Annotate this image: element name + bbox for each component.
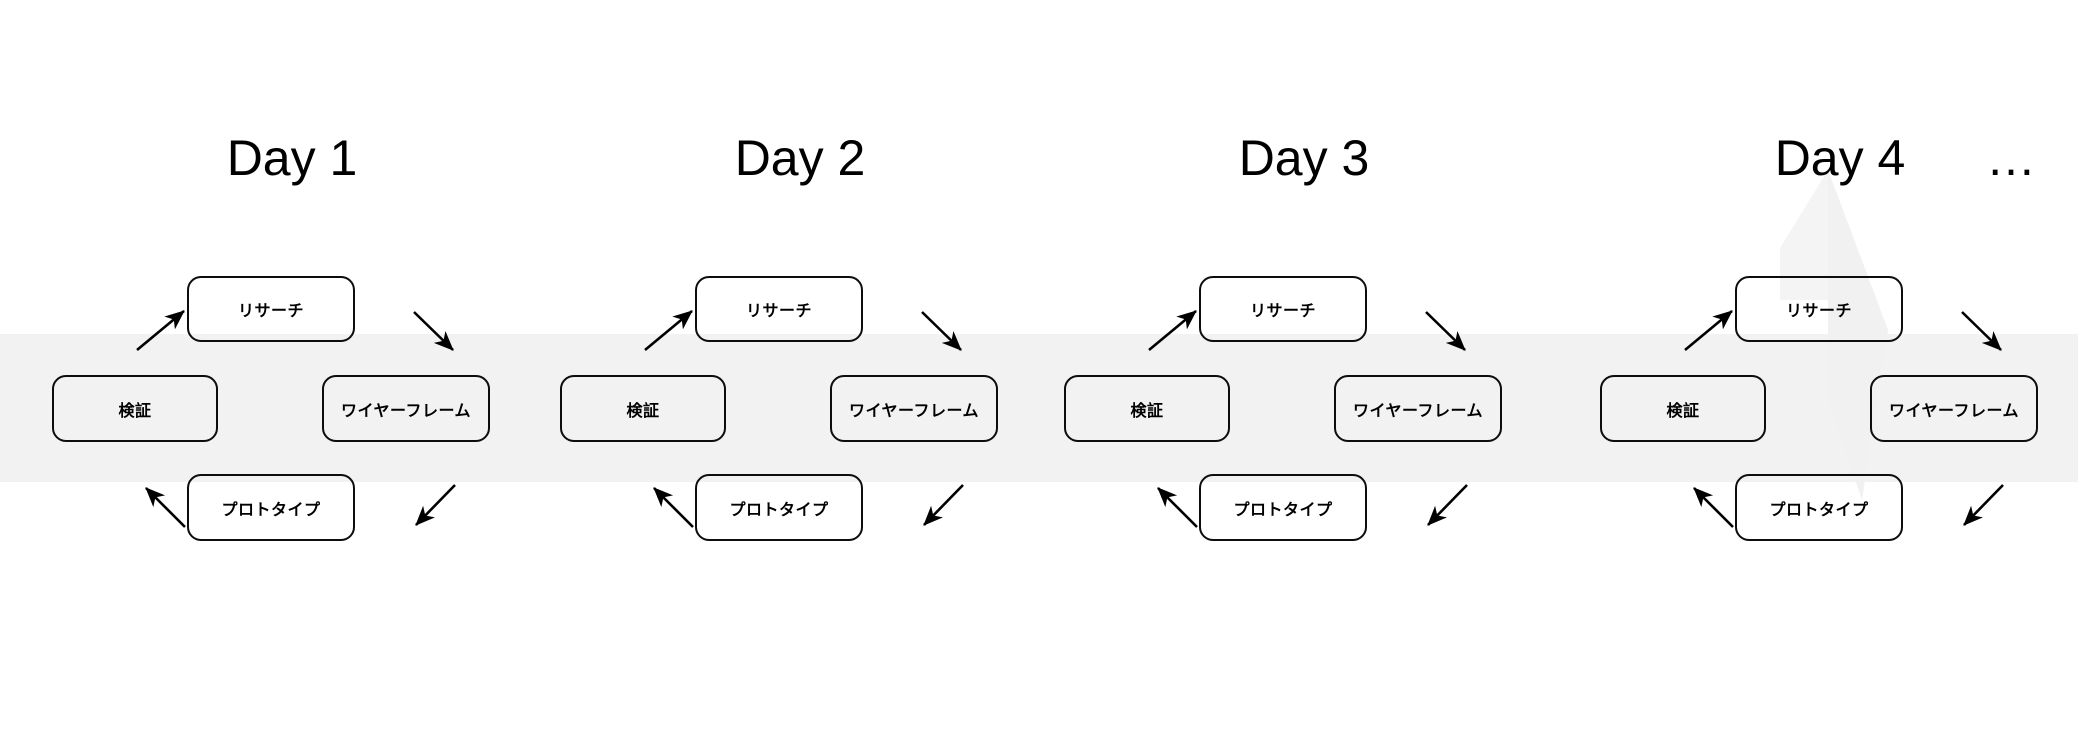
arrow-wireframe-to-prototype — [415, 484, 456, 526]
node-prototype-2[interactable]: プロトタイプ — [695, 474, 863, 541]
node-label: ワイヤーフレーム — [340, 402, 472, 420]
node-label: 検証 — [118, 402, 152, 420]
node-prototype-4[interactable]: プロトタイプ — [1735, 474, 1903, 541]
node-wireframe-4[interactable]: ワイヤーフレーム — [1870, 375, 2038, 442]
arrow-validate-to-research — [1148, 309, 1197, 352]
continuation-ellipsis: … — [1986, 130, 2036, 186]
node-label: ワイヤーフレーム — [1352, 402, 1484, 420]
day-heading-3: Day 3 — [1238, 130, 1370, 186]
day-column-2: Day 2 リサーチ 検証 ワイヤーフレーム プロトタイプ — [560, 0, 1020, 742]
day-heading-1: Day 1 — [226, 130, 358, 186]
node-research-3[interactable]: リサーチ — [1199, 276, 1367, 342]
node-wireframe-1[interactable]: ワイヤーフレーム — [322, 375, 490, 442]
arrow-wireframe-to-prototype — [923, 484, 964, 526]
arrow-research-to-wireframe — [921, 311, 962, 351]
node-label: プロトタイプ — [1769, 501, 1869, 519]
arrow-research-to-wireframe — [413, 311, 454, 351]
node-research-1[interactable]: リサーチ — [187, 276, 355, 342]
node-wireframe-2[interactable]: ワイヤーフレーム — [830, 375, 998, 442]
node-label: プロトタイプ — [221, 501, 321, 519]
arrow-prototype-to-validate — [145, 487, 186, 528]
node-label: リサーチ — [1785, 303, 1852, 320]
arrow-validate-to-research — [136, 309, 185, 352]
arrow-validate-to-research — [644, 309, 693, 352]
node-prototype-1[interactable]: プロトタイプ — [187, 474, 355, 541]
node-validate-2[interactable]: 検証 — [560, 375, 726, 442]
arrow-prototype-to-validate — [1157, 487, 1198, 528]
node-label: ワイヤーフレーム — [1888, 402, 2020, 420]
node-label: リサーチ — [1249, 303, 1316, 320]
node-label: プロトタイプ — [1233, 501, 1333, 519]
day-column-3: Day 3 リサーチ 検証 ワイヤーフレーム プロトタイプ — [1064, 0, 1524, 742]
node-label: リサーチ — [237, 303, 304, 320]
node-validate-4[interactable]: 検証 — [1600, 375, 1766, 442]
arrow-group-2 — [644, 309, 964, 528]
arrow-prototype-to-validate — [1693, 487, 1734, 528]
node-validate-3[interactable]: 検証 — [1064, 375, 1230, 442]
node-validate-1[interactable]: 検証 — [52, 375, 218, 442]
node-research-2[interactable]: リサーチ — [695, 276, 863, 342]
node-label: 検証 — [1130, 402, 1164, 420]
arrow-research-to-wireframe — [1961, 311, 2002, 351]
arrow-group-1 — [136, 309, 456, 528]
day-heading-2: Day 2 — [734, 130, 866, 186]
node-wireframe-3[interactable]: ワイヤーフレーム — [1334, 375, 1502, 442]
arrow-group-3 — [1148, 309, 1468, 528]
node-label: 検証 — [1666, 402, 1700, 420]
node-label: 検証 — [626, 402, 660, 420]
arrow-validate-to-research — [1684, 309, 1733, 352]
highlight-band — [0, 334, 2078, 482]
arrow-group-4 — [1684, 309, 2004, 528]
node-label: ワイヤーフレーム — [848, 402, 980, 420]
node-label: プロトタイプ — [729, 501, 829, 519]
node-research-4[interactable]: リサーチ — [1735, 276, 1903, 342]
day-column-4: Day 4 リサーチ 検証 ワイヤーフレーム プロトタイプ — [1600, 0, 2060, 742]
arrow-prototype-to-validate — [653, 487, 694, 528]
arrow-wireframe-to-prototype — [1963, 484, 2004, 526]
arrow-wireframe-to-prototype — [1427, 484, 1468, 526]
arrow-research-to-wireframe — [1425, 311, 1466, 351]
node-label: リサーチ — [745, 303, 812, 320]
node-prototype-3[interactable]: プロトタイプ — [1199, 474, 1367, 541]
day-column-1: Day 1 リサーチ 検証 ワイヤーフレーム プロトタイプ — [52, 0, 512, 742]
